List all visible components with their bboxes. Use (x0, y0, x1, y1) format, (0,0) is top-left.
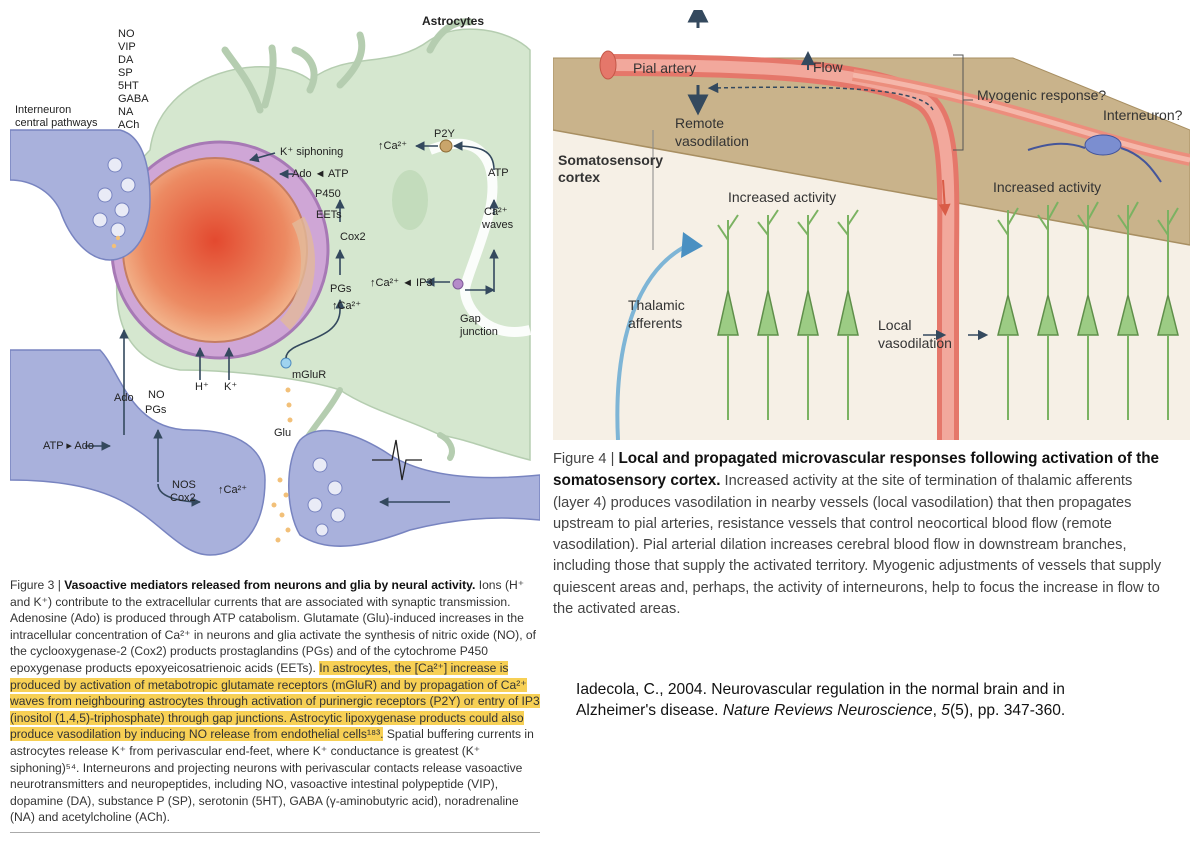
label-flow: Flow (813, 59, 843, 75)
label-afferents: afferents (628, 315, 682, 331)
citation-journal: Nature Reviews Neuroscience (722, 701, 933, 719)
label-activity-right: Increased activity (993, 179, 1101, 195)
label-gap: Gap (460, 313, 481, 325)
postsynaptic-terminal (288, 429, 541, 547)
label-h: H⁺ (195, 381, 209, 393)
label-ach: ACh (118, 119, 139, 131)
figure-4-caption: Figure 4 | Local and propagated microvas… (553, 450, 1162, 618)
presynaptic-terminal (9, 349, 266, 556)
label-ado: Ado (114, 392, 134, 404)
figure-3-diagram: Astrocytes Interneuron central pathways … (9, 14, 541, 556)
label-ca-bottom: ↑Ca²⁺ (218, 484, 247, 496)
label-pgs: PGs (330, 283, 352, 295)
pyramidal-neurons-left (717, 289, 859, 336)
label-ca-p2y: ↑Ca²⁺ (378, 140, 407, 152)
label-p2y: P2Y (434, 128, 455, 140)
label-mglur: mGluR (292, 369, 326, 381)
label-myogenic: Myogenic response? (977, 87, 1106, 103)
label-pgs-left: PGs (145, 404, 167, 416)
label-remote-vasodilation: vasodilation (675, 133, 749, 149)
label-local: Local (878, 317, 911, 333)
label-da: DA (118, 54, 134, 66)
citation: Iadecola, C., 2004. Neurovascular regula… (576, 681, 1066, 719)
interneuron-cell (1084, 134, 1122, 156)
label-central-pathways: central pathways (15, 117, 98, 129)
label-cortex: cortex (558, 169, 600, 185)
interneuron-terminal (9, 129, 151, 261)
label-pial-artery: Pial artery (633, 60, 696, 76)
figure-3-caption: Figure 3 | Vasoactive mediators released… (10, 578, 540, 825)
pyramidal-neurons-right (997, 294, 1179, 336)
figure-4: Pial artery Flow Remote vasodilation Myo… (552, 1, 1192, 441)
label-remote: Remote (675, 115, 724, 131)
label-5ht: 5HT (118, 80, 139, 92)
label-ado-atp: Ado ◄ ATP (292, 168, 349, 180)
label-p450: P450 (315, 188, 341, 200)
label-local-vasodilation: vasodilation (878, 335, 952, 351)
label-k-siphoning: K⁺ siphoning (280, 146, 343, 158)
label-atp-ado: ATP ▸ Ado (43, 440, 94, 452)
figure-4-diagram: Pial artery Flow Remote vasodilation Myo… (552, 1, 1192, 441)
label-ca-ip3: ↑Ca²⁺ ◄ IP3 (370, 277, 433, 289)
label-na: NA (118, 106, 134, 118)
label-glu: Glu (274, 427, 291, 439)
figure-3: Astrocytes Interneuron central pathways … (9, 10, 541, 570)
label-ca-pgs: ↑Ca²⁺ (332, 300, 361, 312)
label-somatosensory: Somatosensory (558, 152, 663, 168)
label-thalamic: Thalamic (628, 297, 685, 313)
label-k: K⁺ (224, 381, 237, 393)
label-astrocytes: Astrocytes (422, 14, 484, 28)
label-vip: VIP (118, 41, 136, 53)
label-sp: SP (118, 67, 133, 79)
label-gaba: GABA (118, 93, 149, 105)
label-no-bottom: NO (148, 389, 165, 401)
label-interneuron: Interneuron (15, 104, 71, 116)
label-junction: junction (459, 326, 498, 338)
label-atp-right: ATP (488, 167, 509, 179)
label-cox2: Cox2 (340, 231, 366, 243)
figure-3-title: Vasoactive mediators released from neuro… (64, 578, 476, 592)
label-waves: waves (481, 219, 514, 231)
label-ca-waves: Ca²⁺ (484, 206, 508, 218)
label-eets: EETs (316, 209, 342, 221)
label-nos: NOS (172, 479, 196, 491)
label-activity-left: Increased activity (728, 189, 836, 205)
label-interneuron-q: Interneuron? (1103, 107, 1183, 123)
figure-4-title: Local and propagated microvascular respo… (553, 450, 1160, 490)
thalamic-afferent (615, 243, 689, 441)
label-no: NO (118, 28, 135, 40)
divider (10, 832, 540, 833)
label-cox2-bottom: Cox2 (170, 492, 196, 504)
